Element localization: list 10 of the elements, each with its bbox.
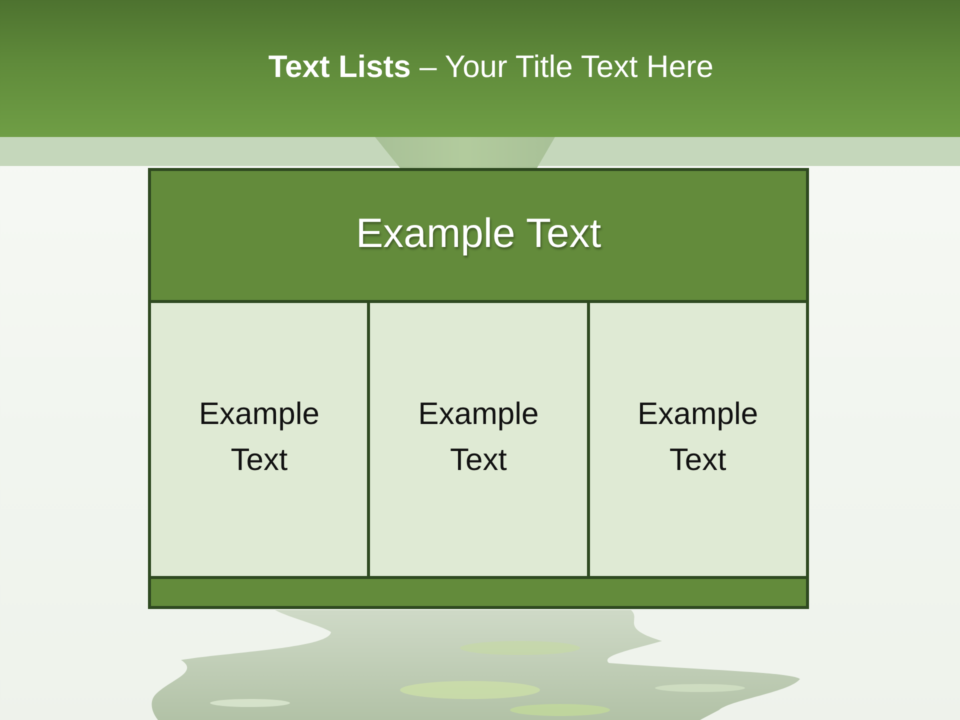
column-text: Example Text — [417, 394, 540, 478]
column-box — [590, 303, 806, 576]
footer-bar — [151, 579, 806, 606]
header-box — [151, 171, 806, 300]
column-text: Example Text — [636, 394, 760, 478]
slide-title: Text Lists – Your Title Text Here — [268, 48, 714, 84]
column-box — [151, 303, 368, 576]
header-text: Example Text — [356, 210, 602, 258]
column-box — [370, 303, 587, 576]
column-text: Example Text — [198, 394, 320, 478]
